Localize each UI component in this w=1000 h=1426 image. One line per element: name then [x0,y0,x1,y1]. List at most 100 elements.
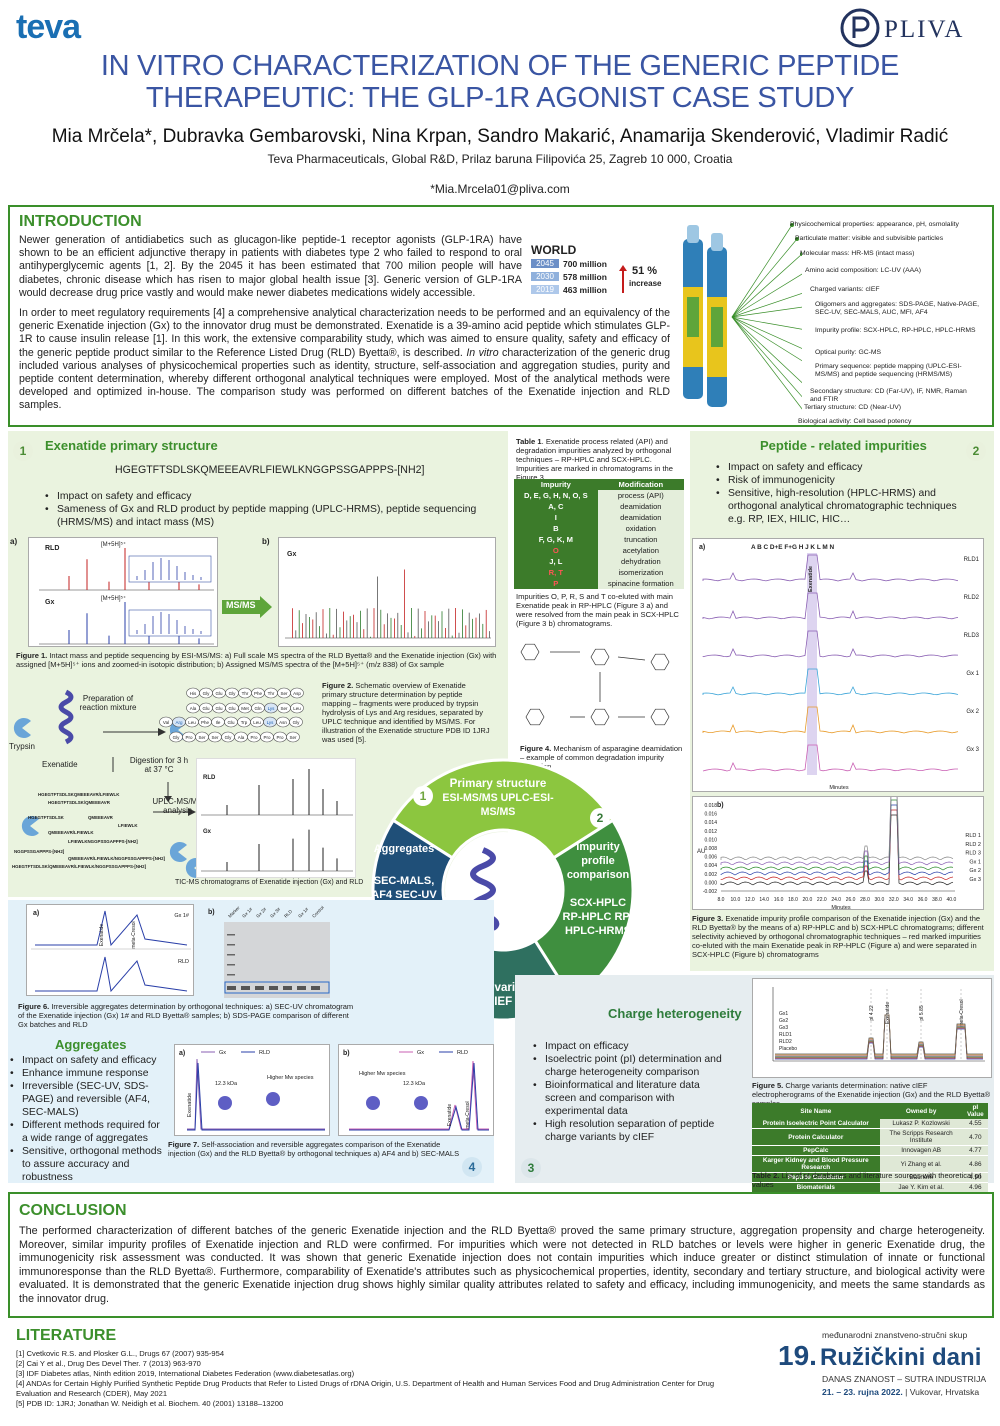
x-tick-label: 20.0 [803,897,813,903]
connector-line [731,316,802,410]
fragment-label: QMEEEAVR [88,815,114,820]
aggregate-icon [366,1096,380,1110]
legend-label: RLD 3 [965,851,981,857]
fig3b-label: b) [717,802,724,809]
trypsin-icon [169,842,187,862]
residue-bead [289,716,303,728]
attribute-item: Amino acid composition: LC-UV (AAA) [805,267,921,274]
owner-cell: Bachem [879,1172,963,1183]
residue-label: Pro [250,735,258,740]
section3-title: Charge heterogeneity [608,1006,742,1021]
email: *Mia.Mrcela01@pliva.com [430,182,570,196]
legend-label: Gx 2 [969,868,981,874]
bullet-item: Sensitive, high-resolution (HPLC-HRMS) a… [716,487,966,526]
arrow-head [158,728,166,736]
residue-label: His [190,691,197,696]
attribute-connector-lines [731,223,802,410]
modification-cell: spinacine formation [597,578,684,589]
connector-dot [795,237,799,241]
residue-label: Lys [267,720,275,725]
residue-label: Gly [229,691,237,696]
modification-cell: truncation [597,534,684,545]
rld-label: RLD [45,545,59,552]
bullet-item: Impact on safety and efficacy [10,1054,165,1067]
marker-label: pI 4.22 [869,1005,875,1021]
attribute-list: Physicochemical properties: appearance, … [790,217,990,425]
residue-label: Pro [185,735,193,740]
trace-label: RLD3 [964,633,980,639]
gel-band [255,986,264,990]
mh-label: [M+5H]⁵⁺ [101,541,126,548]
ring-impurity: Impurity profile comparison SCX-HPLC RP-… [562,841,634,937]
residue-label: Ile [216,720,221,725]
section3-bullets: Impact on efficacyIsoelectric point (pI)… [533,1040,733,1144]
main-peak-band [807,553,817,775]
trace-label: Gx 1 [966,671,979,677]
legend-label: Gx1 [779,1011,788,1017]
residue-label: Ser [198,735,206,740]
legend-label: RLD1 [779,1032,792,1038]
impurity-cell: O [514,545,598,556]
residue-bead [186,702,200,714]
tic-ms-chromatograms: RLD Gx [196,758,356,878]
meta-cresol-label: meta-Cresol [465,1101,471,1128]
rld-label: RLD [178,959,189,965]
bullet-item: Irreversible (SEC-UV, SDS-PAGE) and reve… [10,1080,165,1119]
gx1-label: Gx 1# [174,913,190,919]
legend-gx: Gx [219,1050,226,1056]
rld-label: RLD [203,775,216,781]
connector-line [731,316,802,384]
trace-label: RLD1 [964,557,980,563]
residue-label: Arg [175,720,183,725]
residue-label: Leu [293,706,301,711]
fragment-label: HGEGTFTSDLSK/QMEEEAVR [48,800,111,805]
scx-trace [720,789,954,861]
legend-label: Gx2 [779,1018,788,1024]
table-row: Karger Kidney and Blood Pressure Researc… [752,1155,988,1173]
scx-trace [720,794,954,866]
modification-cell: deamidation [597,512,684,523]
owner-cell: The Scripps Research Institute [879,1128,963,1146]
residue-label: Ser [289,735,297,740]
attribute-item: Secondary structure: CD (Far-UV), IF, NM… [810,388,967,403]
pi-cell: 4.55 [962,1119,988,1129]
x-tick-label: 32.0 [889,897,899,903]
fragment-label: QMEEEAVR/LFIEWLK/NGGPSSGAPPPS-[NH2] [68,856,166,861]
residue-label: Ala [190,706,197,711]
residue-bead [286,731,300,743]
section2-title: Peptide - related impurities [760,438,927,453]
table-header-cell: pI Value [962,1103,988,1119]
molecule-ring [650,708,670,726]
gel [224,922,330,998]
residue-label: Met [241,706,249,711]
residue-label: Gly [173,735,181,740]
residue-label: Pro [276,735,284,740]
x-axis-label: Minutes [831,905,851,911]
x-tick-label: 8.0 [718,897,725,903]
literature-ref: [2] Cai Y et al., Drug Des Devel Ther. 7… [16,1359,201,1368]
attribute-item: Molecular mass: HR-MS (intact mass) [800,250,915,257]
gx-label: Gx [203,829,212,835]
gel-band [227,986,236,990]
intro-p2: In order to meet regulatory requirements… [19,307,671,412]
fig7b-label: b) [343,1050,350,1057]
residue-label: Leu [253,720,261,725]
reaction-arrow [617,656,646,661]
modification-cell: isomerization [597,567,684,578]
conference-sub: DANAS ZNANOST – SUTRA INDUSTRIJA [822,1374,987,1384]
increase-label: increase [629,279,662,288]
figure7-caption: Figure 7. Self-association and reversibl… [168,1140,460,1158]
pi-cell: 4.86 [962,1155,988,1173]
residue-label: Glu [215,691,223,696]
lane-label: Gx 3# [269,906,281,918]
